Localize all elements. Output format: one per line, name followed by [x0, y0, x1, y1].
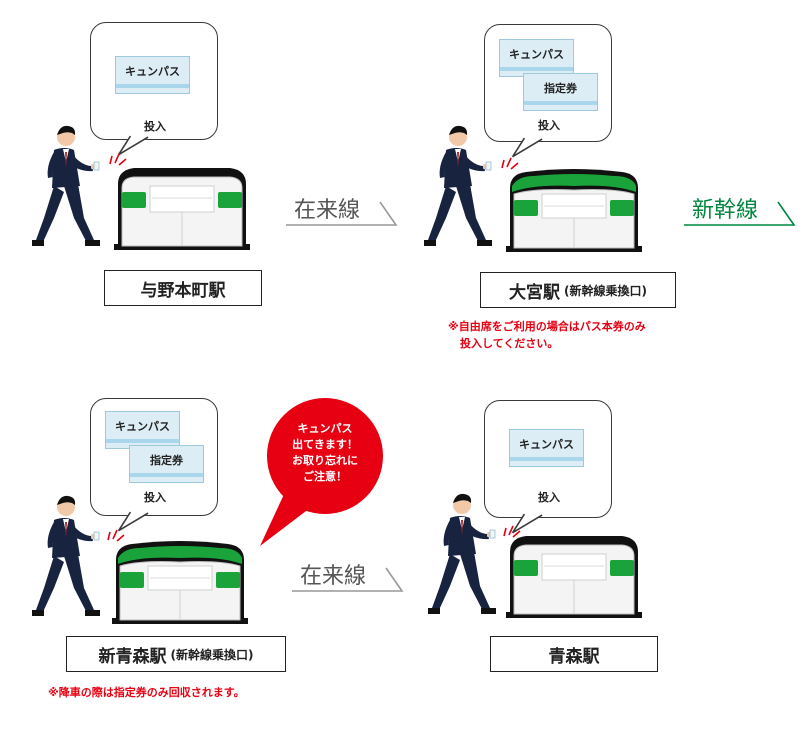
- shinkansen-gate-icon: [110, 536, 250, 626]
- passenger-icon: [426, 490, 506, 620]
- line-indicator-conventional-top: 在来線: [286, 190, 401, 230]
- station-name: 新青森駅: [98, 646, 167, 667]
- line-label: 在来線: [294, 198, 361, 223]
- kyunpass-ticket: キュンパス: [105, 411, 180, 449]
- warning-bubble: キュンパス 出てきます！ お取り忘れに ご注意！: [258, 390, 388, 552]
- reserved-ticket: 指定券: [523, 73, 598, 111]
- note-line: ※降車の際は指定券のみ回収されます。: [48, 686, 245, 699]
- line-indicator-shinkansen: 新幹線: [684, 190, 799, 230]
- reserved-ticket: 指定券: [129, 445, 204, 483]
- speech-bubble: キュンパス 指定券 投入: [484, 24, 612, 158]
- arrow-underline-icon: [684, 201, 796, 226]
- passenger-icon: [30, 122, 110, 252]
- speech-bubble: キュンパス 投入: [90, 22, 218, 156]
- note-line: 投入してください。: [460, 337, 559, 350]
- station-box-omiya: 大宮駅 (新幹線乗換口): [480, 272, 676, 308]
- conventional-gate-icon: [504, 530, 644, 620]
- arrow-underline-icon: [286, 201, 398, 226]
- panel-yonohommachi: キュンパス 投入 与野本町駅: [0, 0, 300, 330]
- warning-line: ご注意！: [303, 470, 347, 483]
- panel-omiya: キュンパス 指定券 投入 大宮駅 (新幹線乗換口) ※自由席をご利用の場合はパス…: [400, 0, 700, 360]
- warning-line: 出てきます！: [292, 438, 358, 451]
- kyunpass-ticket: キュンパス: [509, 429, 584, 467]
- line-label: 新幹線: [692, 198, 759, 223]
- warning-line: お取り忘れに: [292, 454, 358, 467]
- station-name: 与野本町駅: [140, 280, 226, 301]
- passenger-icon: [30, 492, 110, 622]
- warning-line: キュンパス: [297, 422, 353, 435]
- kyunpass-ticket: キュンパス: [115, 56, 190, 94]
- station-box-shinaomori: 新青森駅 (新幹線乗換口): [66, 636, 286, 672]
- station-name: 大宮駅: [509, 282, 560, 303]
- note-shinaomori: ※降車の際は指定券のみ回収されます。: [48, 684, 245, 701]
- panel-shinaomori: キュンパス 指定券 投入 キュンパス 出てきます！ お取り忘れに ご注意！ 新青…: [0, 370, 400, 710]
- insert-label: 投入: [538, 491, 560, 504]
- warning-text: キュンパス 出てきます！ お取り忘れに ご注意！: [273, 421, 377, 485]
- shinkansen-gate-icon: [504, 164, 644, 254]
- insert-label: 投入: [144, 491, 166, 504]
- speech-bubble: キュンパス 投入: [484, 400, 612, 534]
- station-box-aomori: 青森駅: [490, 636, 658, 672]
- panel-aomori: キュンパス 投入 青森駅: [400, 370, 700, 710]
- insert-label: 投入: [538, 119, 560, 132]
- station-subtitle: (新幹線乗換口): [564, 283, 647, 298]
- insert-label: 投入: [144, 120, 166, 133]
- line-indicator-conventional-bottom: 在来線: [292, 556, 407, 596]
- station-name: 青森駅: [548, 646, 600, 667]
- passenger-icon: [422, 122, 502, 252]
- arrow-underline-icon: [292, 567, 404, 592]
- station-box-yonohommachi: 与野本町駅: [104, 270, 262, 306]
- station-subtitle: (新幹線乗換口): [170, 647, 254, 662]
- note-omiya: ※自由席をご利用の場合はパス本券のみ 投入してください。: [448, 318, 646, 352]
- speech-bubble: キュンパス 指定券 投入: [90, 398, 218, 532]
- note-line: ※自由席をご利用の場合はパス本券のみ: [448, 320, 646, 333]
- warning-bubble-shape-icon: [260, 398, 383, 546]
- conventional-gate-icon: [112, 162, 252, 252]
- kyunpass-ticket: キュンパス: [499, 39, 574, 77]
- line-label: 在来線: [300, 564, 367, 589]
